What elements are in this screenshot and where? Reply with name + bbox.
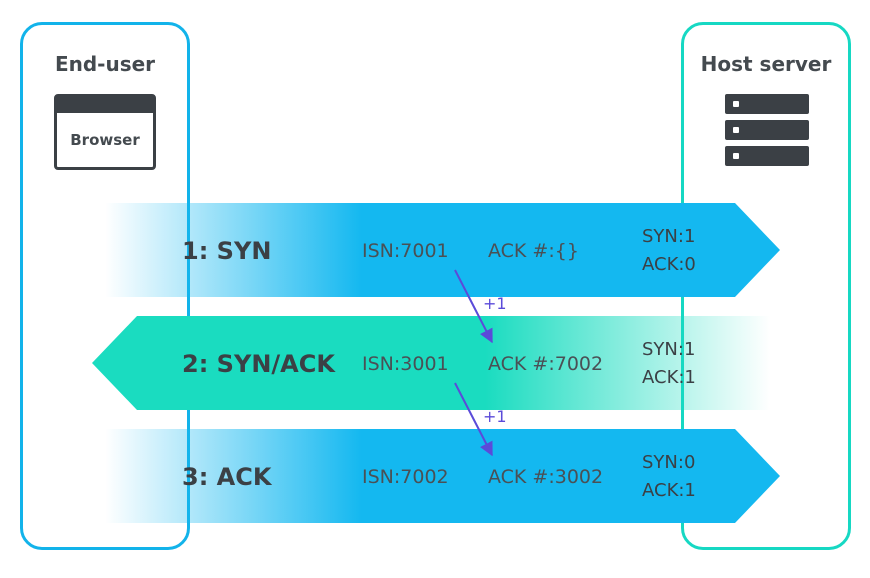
step-1-ack-flag: ACK:0 xyxy=(642,254,696,275)
server-led xyxy=(733,101,739,107)
server-led xyxy=(733,127,739,133)
step-1-label: 1: SYN xyxy=(182,237,272,265)
step-3-ack-flag: ACK:1 xyxy=(642,480,696,501)
step-3-isn: ISN:7002 xyxy=(362,466,449,488)
server-led xyxy=(733,153,739,159)
step-3-ack-number: ACK #:3002 xyxy=(488,466,604,488)
step-2-isn: ISN:3001 xyxy=(362,353,449,375)
step-2-label: 2: SYN/ACK xyxy=(182,350,335,378)
syn-ack-arrow xyxy=(92,316,770,410)
end-user-title: End-user xyxy=(54,52,156,76)
browser-window-icon: Browser xyxy=(54,94,156,170)
step-1-syn-flag: SYN:1 xyxy=(642,226,696,247)
server-unit xyxy=(725,120,809,140)
syn-arrow xyxy=(105,203,780,297)
step-3-syn-flag: SYN:0 xyxy=(642,452,696,473)
browser-title-bar xyxy=(57,97,153,113)
server-unit xyxy=(725,94,809,114)
step-2-syn-flag: SYN:1 xyxy=(642,339,696,360)
step-2-ack-number: ACK #:7002 xyxy=(488,353,604,375)
increment-label: +1 xyxy=(483,407,507,426)
ack-arrow xyxy=(105,429,780,523)
step-3-label: 3: ACK xyxy=(182,463,272,491)
increment-label: +1 xyxy=(483,294,507,313)
server-rack-icon xyxy=(725,94,809,166)
server-unit xyxy=(725,146,809,166)
step-1-isn: ISN:7001 xyxy=(362,240,449,262)
browser-label: Browser xyxy=(70,131,140,149)
step-1-ack-number: ACK #:{} xyxy=(488,240,579,262)
increment-connector xyxy=(454,269,493,344)
host-server-title: Host server xyxy=(700,52,832,76)
increment-connector xyxy=(454,382,493,457)
step-2-ack-flag: ACK:1 xyxy=(642,367,696,388)
